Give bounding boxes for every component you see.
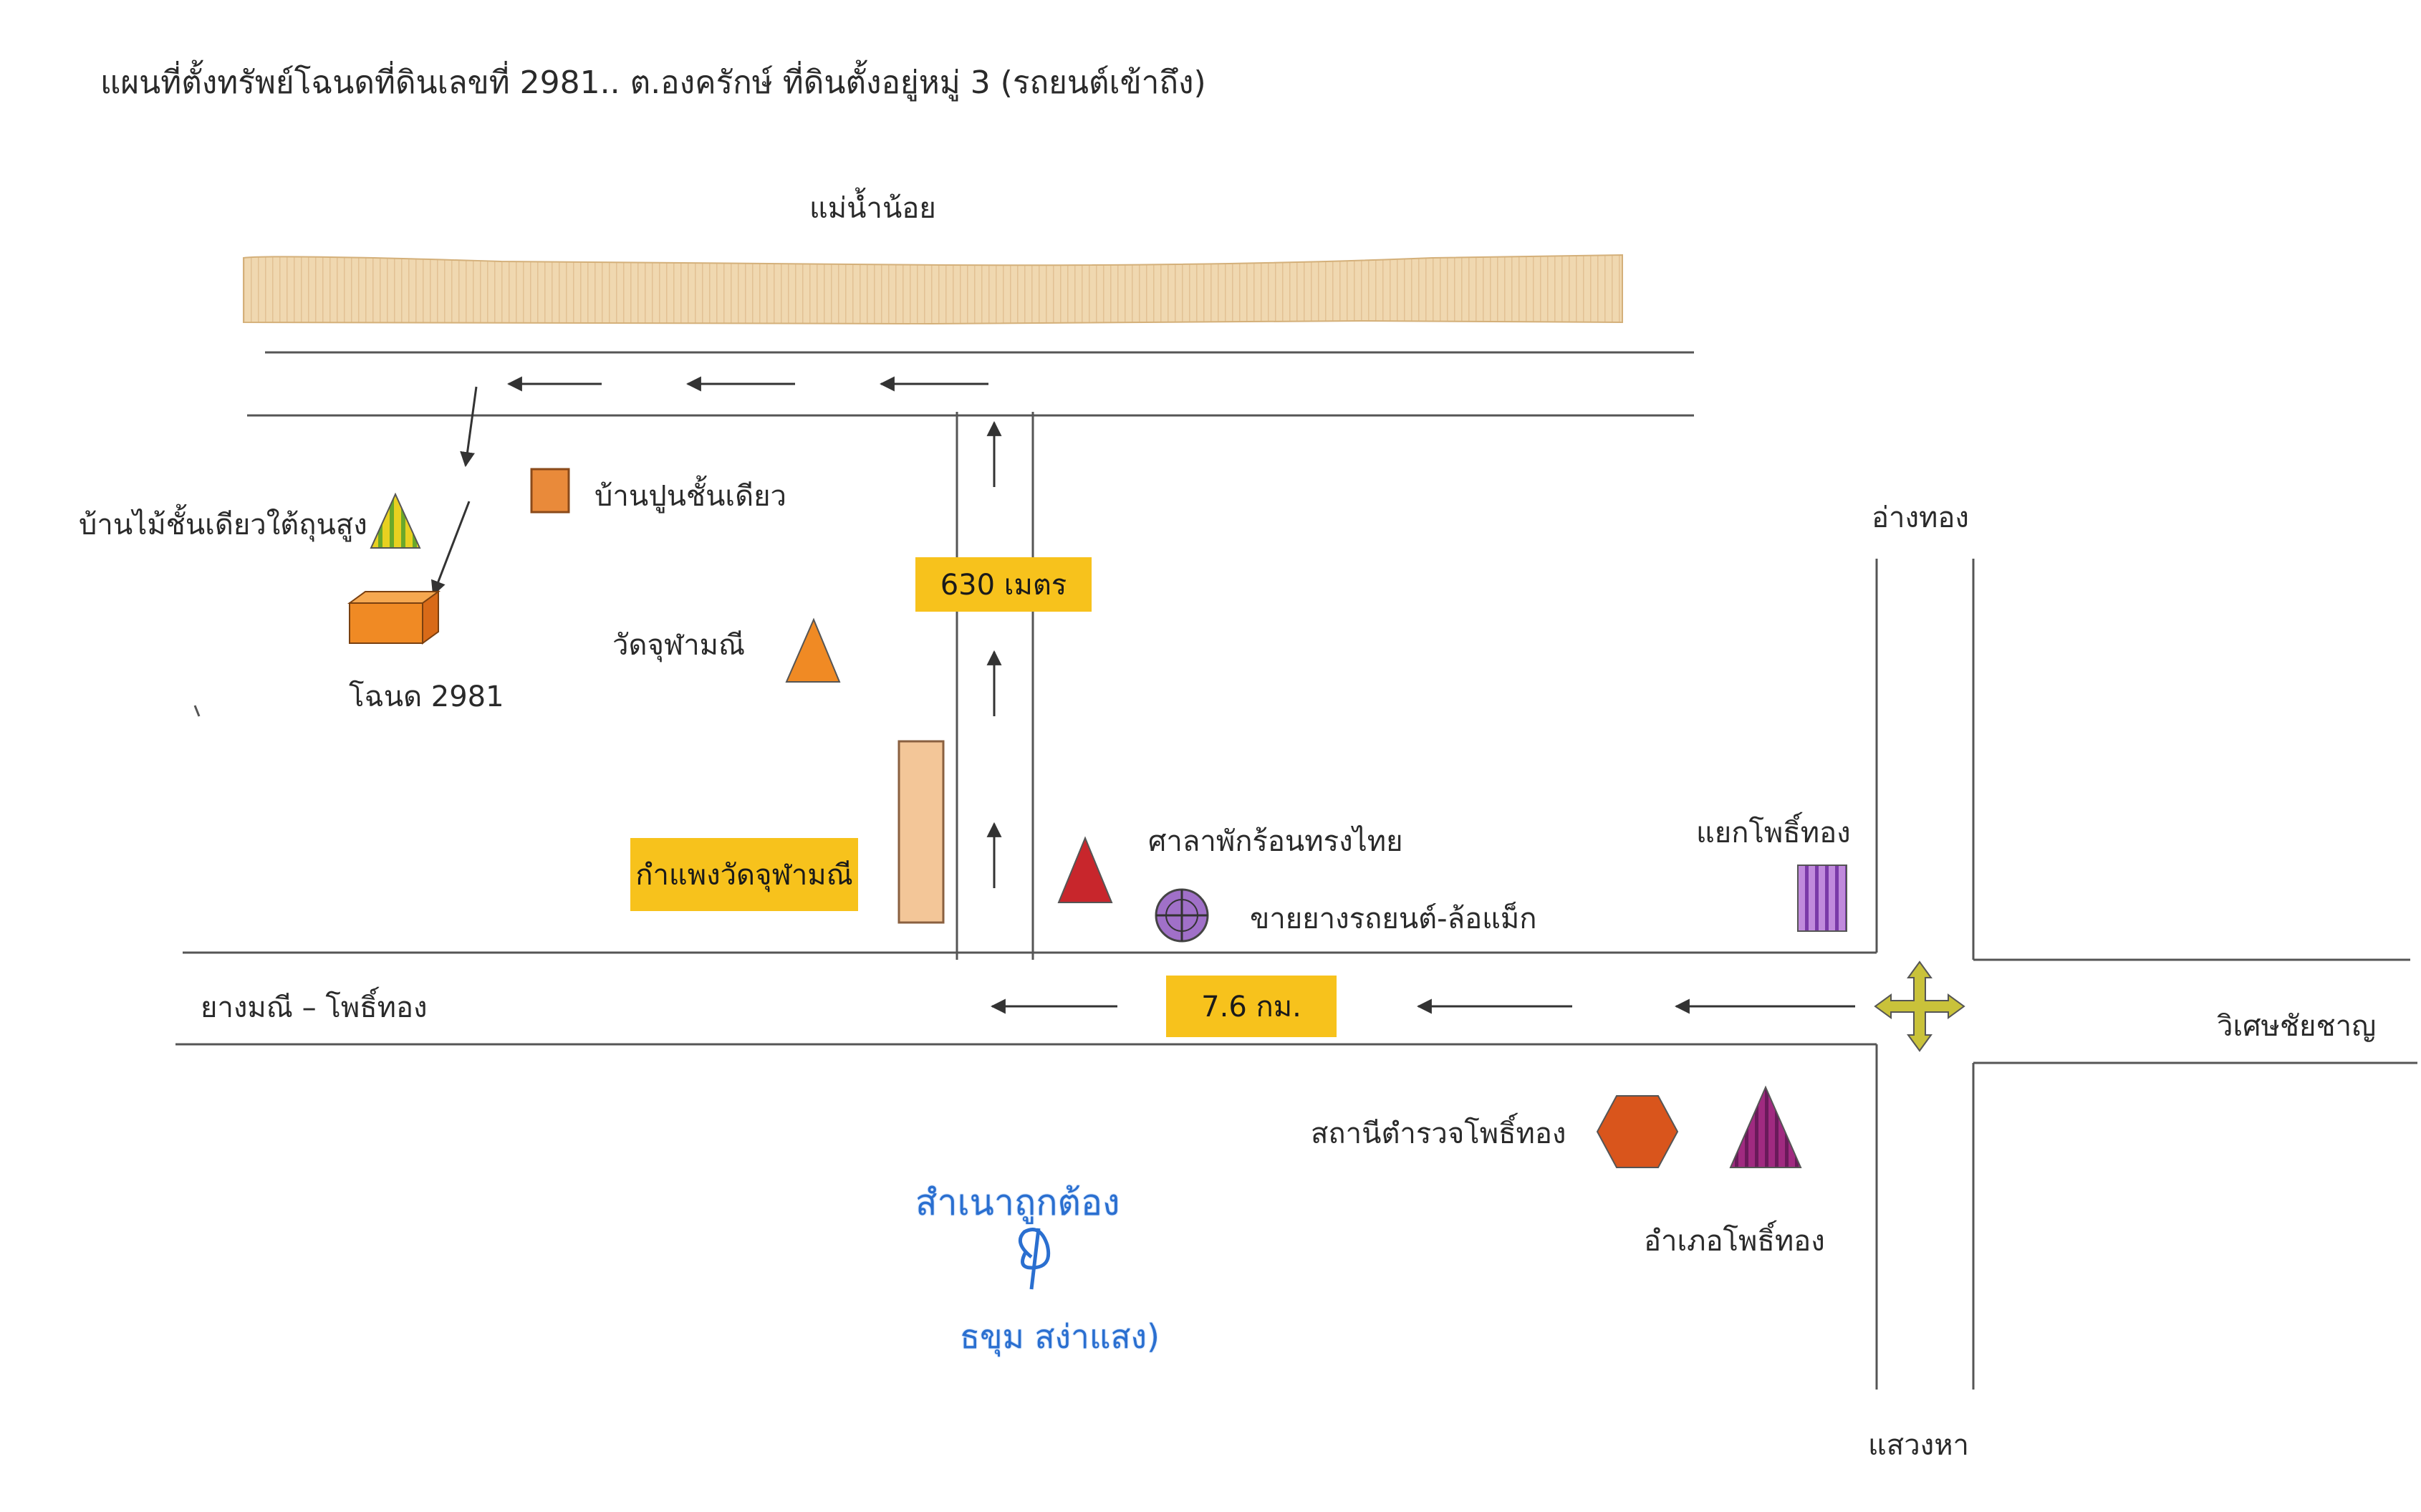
tire-shop-label: ขายยางรถยนต์-ล้อแม็ก [1250, 902, 1537, 935]
concrete-house-icon [530, 468, 570, 514]
police-station-label: สถานีตำรวจโพธิ์ทอง [1311, 1117, 1566, 1150]
temple-wall-label: กำแพงวัดจุฬามณี [630, 838, 858, 911]
pavilion-icon [1057, 836, 1113, 903]
police-station-icon [1596, 1095, 1679, 1168]
stamp-name: ธขุม สง่าแสง) [960, 1317, 1160, 1356]
target-plot-label: โฉนด 2981 [349, 680, 504, 713]
temple-icon [785, 617, 841, 683]
east-road-label: วิเศษชัยชาญ [2217, 1010, 2377, 1043]
west-road-label: ยางมณี – โพธิ์ทอง [201, 991, 428, 1024]
side-road-distance: 630 เมตร [915, 557, 1092, 612]
river-label: แม่น้ำน้อย [809, 192, 936, 225]
main-road-distance: 7.6 กม. [1166, 976, 1337, 1037]
wood-house-icon [370, 492, 421, 549]
north-road-label: อ่างทอง [1872, 501, 1969, 534]
map-title: แผนที่ตั้งทรัพย์โฉนดที่ดินเลขที่ 2981.. … [100, 64, 1206, 101]
access-arrow [430, 501, 471, 596]
river [243, 254, 1623, 325]
south-road-label: แสวงหา [1868, 1429, 1970, 1462]
scan-mark [193, 705, 201, 717]
certified-stamp: สำเนาถูกต้อง [915, 1182, 1120, 1223]
district-office-label: อำเภอโพธิ์ทอง [1644, 1225, 1825, 1258]
wood-house-label: บ้านไม้ชั้นเดียวใต้ถุนสูง [79, 509, 367, 541]
temple-label: วัดจุฬามณี [612, 629, 746, 662]
junction-label: แยกโพธิ์ทอง [1696, 817, 1851, 849]
tire-shop-icon [1155, 888, 1209, 943]
target-plot-icon [347, 590, 441, 645]
crossroads-icon [1874, 960, 1965, 1052]
signature-mark [1018, 1228, 1051, 1290]
temple-wall-icon [897, 740, 945, 924]
junction-icon [1797, 865, 1847, 932]
district-office-icon [1729, 1085, 1802, 1168]
pavilion-label: ศาลาพักร้อนทรงไทย [1148, 825, 1403, 858]
access-arrow [460, 386, 478, 468]
concrete-house-label: บ้านปูนชั้นเดียว [595, 480, 786, 513]
